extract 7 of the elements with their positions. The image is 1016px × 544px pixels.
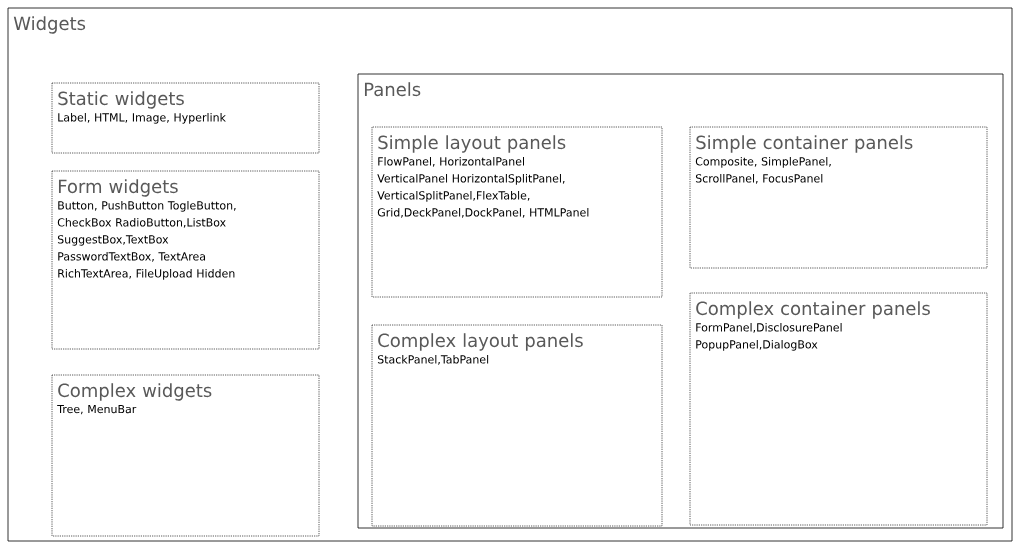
category-box: Simple container panels Composite, SimplePanel, ScrollPanel, FocusPanel [689,126,988,269]
category-box: Simple layout panels FlowPanel, HorizontalPanel VerticalPanel HorizontalSplitPanel, VerticalSplitPanel,FlexTable, Grid,DeckPanel,DockPanel, HTMLPanel [371,126,663,298]
category-box: Static widgets Label, HTML, Image, Hyperlink [51,82,320,154]
category-box: Form widgets Button, PushButton TogleButton, CheckBox RadioButton,ListBox SuggestBox,TextBox PasswordTextBox, TextArea RichTextArea, FileUpload Hidden [51,170,320,350]
category-box: Complex layout panels StackPanel,TabPanel [371,324,663,527]
category-box: Complex container panels FormPanel,DisclosurePanel PopupPanel,DialogBox [689,292,988,526]
category-box: Complex widgets Tree, MenuBar [51,374,320,537]
